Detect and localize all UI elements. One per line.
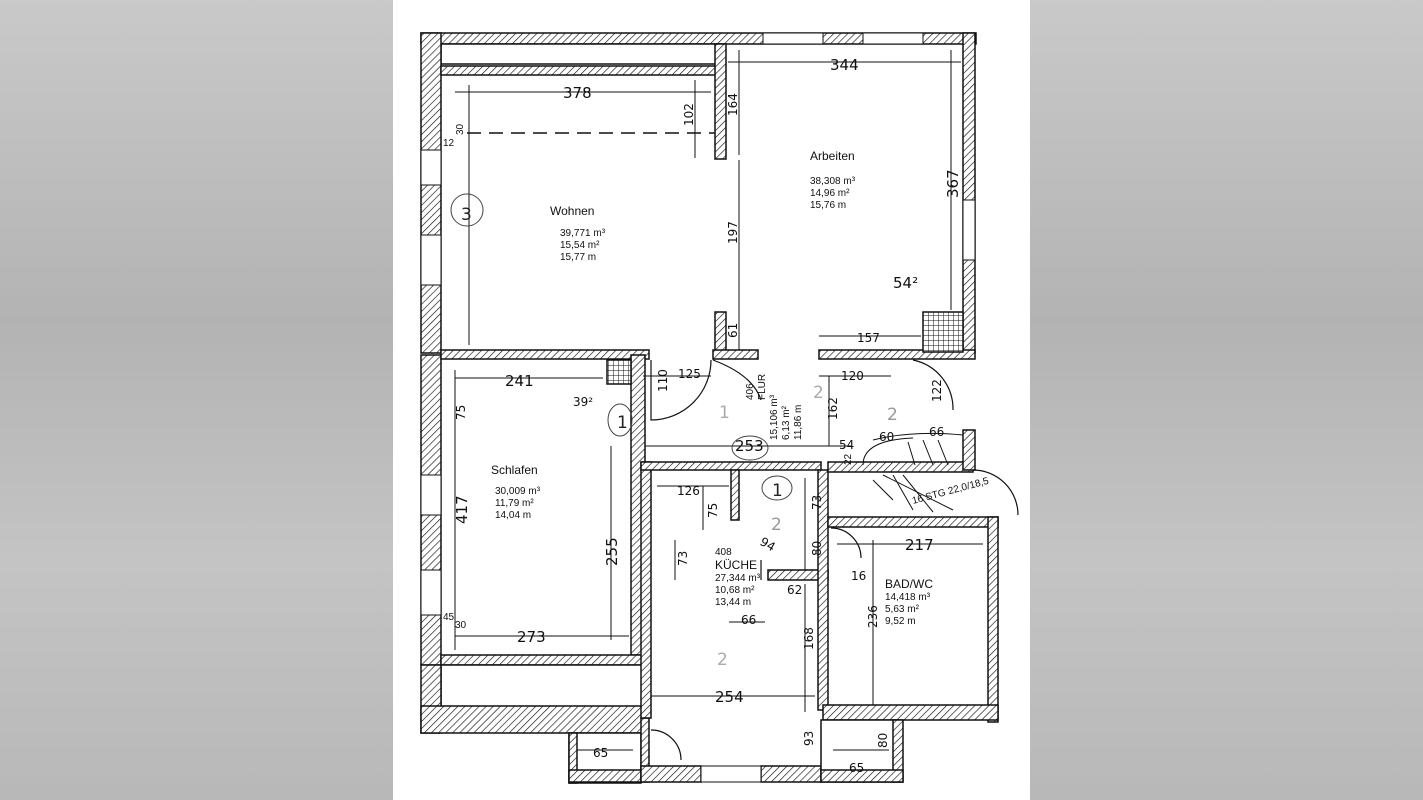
dim-80b: 80: [876, 733, 890, 748]
handwritten-markings: [450, 193, 793, 501]
dim-162: 162: [826, 397, 840, 420]
room-perimeter: 11,86 m: [793, 405, 804, 440]
room-name: BAD/WC: [885, 577, 933, 591]
dim-12: 12: [443, 138, 455, 149]
dim-54sq: 54²: [893, 274, 918, 292]
room-perimeter: 14,04 m: [495, 510, 531, 521]
dim-30b: 30: [455, 620, 467, 631]
room-volume: 14,418 m³: [885, 592, 931, 603]
room-name: Wohnen: [550, 204, 594, 218]
floor-plan-sheet: 344 378 102 164 367 197 61 157 54² 241 7…: [393, 0, 1030, 800]
room-area: 5,63 m²: [885, 604, 920, 615]
annotation-small-1: 1: [719, 403, 730, 423]
room-schlafen: Schlafen 30,009 m³ 11,79 m² 14,04 m: [491, 463, 541, 521]
room-volume: 15,106 m³: [769, 394, 780, 440]
room-flur: 406 FLUR 15,106 m³ 6,13 m² 11,86 m: [745, 374, 804, 440]
dim-73a: 73: [810, 495, 824, 510]
room-name: Arbeiten: [810, 149, 855, 163]
room-perimeter: 15,76 m: [810, 200, 846, 211]
dim-241: 241: [505, 372, 534, 390]
dim-378: 378: [563, 84, 592, 102]
dim-39sq: 39²: [573, 395, 593, 409]
room-area: 10,68 m²: [715, 585, 755, 596]
dim-417: 417: [453, 495, 471, 524]
dim-344: 344: [830, 56, 859, 74]
staircase: [862, 432, 964, 513]
windows: [420, 32, 976, 783]
dim-80a: 80: [810, 541, 824, 556]
room-bad: BAD/WC 14,418 m³ 5,63 m² 9,52 m: [885, 577, 933, 627]
dim-125: 125: [678, 367, 701, 381]
room-volume: 39,771 m³: [560, 228, 606, 239]
walls: [420, 32, 999, 784]
annotation-small-2: 2: [813, 383, 824, 403]
chimney-wohnen: [922, 311, 964, 353]
room-number: 406: [745, 383, 756, 400]
dim-54: 54: [839, 438, 854, 452]
room-name: KÜCHE: [715, 558, 757, 572]
room-area: 11,79 m²: [495, 498, 534, 509]
room-number: 408: [715, 547, 732, 558]
dim-164: 164: [726, 93, 740, 116]
room-arbeiten: Arbeiten 38,308 m³ 14,96 m² 15,76 m: [810, 149, 856, 211]
dim-102: 102: [682, 103, 696, 126]
dim-65b: 65: [849, 761, 864, 775]
dim-93: 93: [802, 731, 816, 746]
dim-273: 273: [517, 628, 546, 646]
dim-126: 126: [677, 484, 700, 498]
room-area: 14,96 m²: [810, 188, 850, 199]
room-volume: 30,009 m³: [495, 486, 541, 497]
dim-253: 253: [735, 437, 764, 455]
chimney-schlafen: [606, 359, 632, 385]
annotation-schlafen: 1: [617, 413, 628, 433]
dim-120: 120: [841, 369, 864, 383]
dim-236: 236: [866, 605, 880, 628]
annotation-kueche: 2: [717, 650, 728, 670]
dim-66b: 66: [929, 425, 944, 439]
dim-122: 122: [930, 379, 944, 402]
room-name: Schlafen: [491, 463, 538, 477]
dim-168: 168: [802, 627, 816, 650]
dim-75b: 75: [706, 503, 720, 518]
dim-255: 255: [603, 537, 621, 566]
dim-157: 157: [857, 331, 880, 345]
room-volume: 27,344 m³: [715, 573, 761, 584]
dim-75a: 75: [454, 405, 468, 420]
dim-367: 367: [944, 169, 962, 198]
room-perimeter: 13,44 m: [715, 597, 751, 608]
door-swings: [650, 359, 1019, 761]
annotation-hall: 1: [772, 481, 783, 501]
annotation-wohnen: 3: [461, 205, 472, 225]
room-area: 15,54 m²: [560, 240, 600, 251]
dim-110: 110: [656, 369, 670, 392]
dim-197: 197: [726, 221, 740, 244]
dim-16: 16: [851, 569, 866, 583]
dim-217: 217: [905, 536, 934, 554]
blurred-backdrop-right: [1030, 0, 1423, 800]
dim-61: 61: [726, 323, 740, 338]
room-perimeter: 9,52 m: [885, 616, 916, 627]
dim-94: 94: [758, 534, 778, 554]
annotation-flur-2: 2: [771, 515, 782, 535]
dimension-lines: [454, 50, 983, 751]
room-name: FLUR: [757, 374, 768, 400]
room-area: 6,13 m²: [781, 405, 792, 440]
dim-62: 62: [787, 583, 802, 597]
dim-65a: 65: [593, 746, 608, 760]
dim-22: 22: [843, 453, 854, 465]
room-wohnen: Wohnen 39,771 m³ 15,54 m² 15,77 m: [550, 204, 606, 263]
room-perimeter: 15,77 m: [560, 252, 596, 263]
stairs-label: 16 STG 22,0/18,5: [911, 476, 991, 507]
dim-45: 45: [443, 612, 455, 623]
floor-plan-drawing: 344 378 102 164 367 197 61 157 54² 241 7…: [420, 32, 1019, 784]
blurred-backdrop-left: [0, 0, 393, 800]
dim-254: 254: [715, 688, 744, 706]
dim-60: 60: [879, 430, 894, 444]
dim-73b: 73: [676, 551, 690, 566]
dim-30a: 30: [455, 123, 466, 135]
annotation-flur: 2: [887, 405, 898, 425]
room-kueche: 408 KÜCHE 27,344 m³ 10,68 m² 13,44 m: [715, 547, 761, 608]
dim-66: 66: [741, 613, 756, 627]
room-volume: 38,308 m³: [810, 176, 856, 187]
